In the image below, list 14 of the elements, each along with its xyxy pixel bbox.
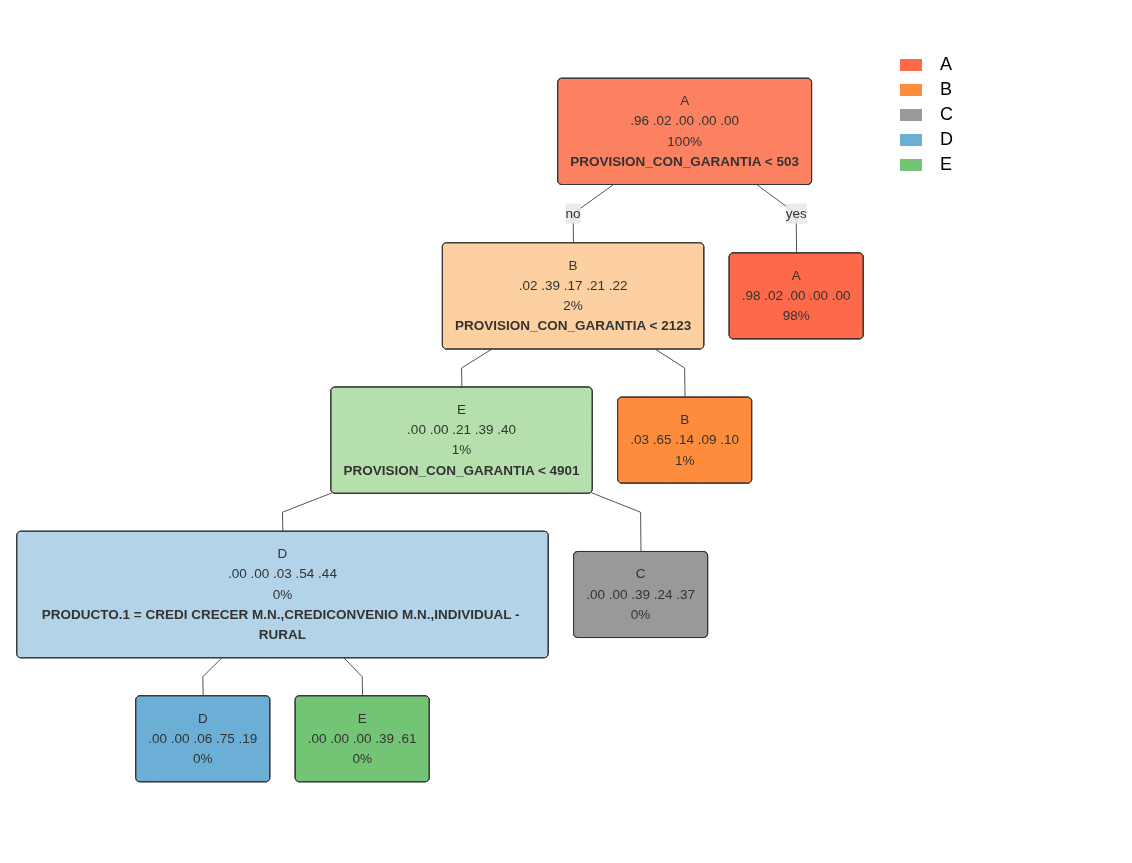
- legend-label: B: [940, 79, 952, 100]
- legend-label: E: [940, 154, 952, 175]
- connector: [202, 657, 222, 697]
- connector: [756, 184, 798, 254]
- connector: [590, 492, 642, 553]
- edge-label: no: [565, 206, 581, 221]
- connector: [282, 492, 334, 533]
- connector: [655, 349, 686, 398]
- legend-label: A: [940, 54, 952, 75]
- legend-label: C: [940, 104, 953, 125]
- legend-label: D: [940, 129, 953, 150]
- connector: [461, 349, 492, 388]
- connector: [343, 657, 364, 697]
- edge-label: yes: [785, 206, 807, 221]
